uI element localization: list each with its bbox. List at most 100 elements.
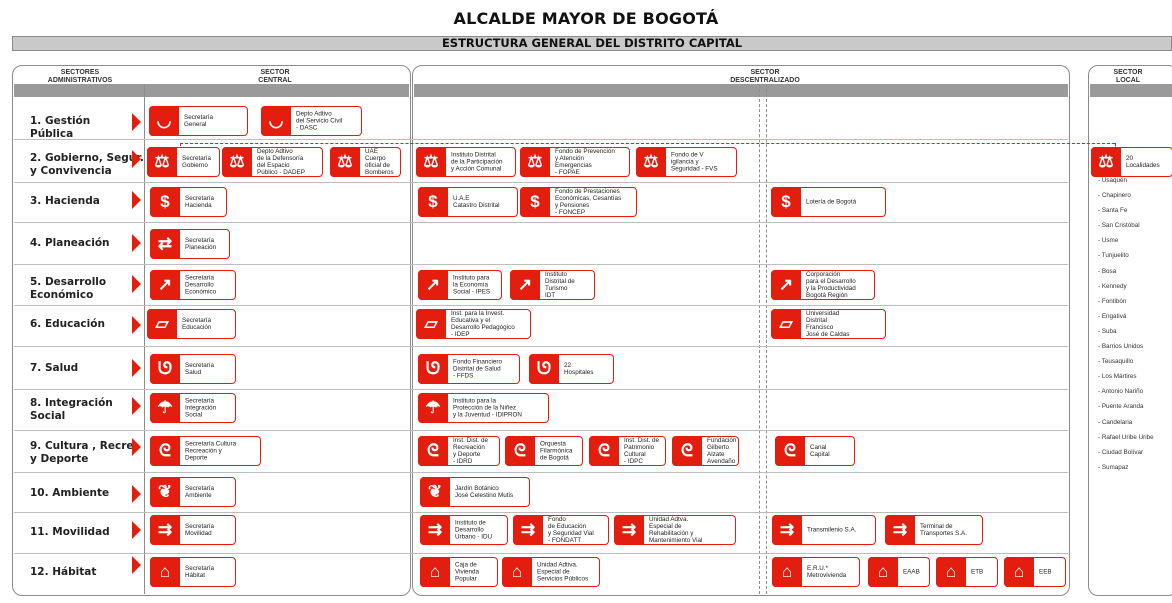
sector-label-7: 7. Salud — [30, 362, 79, 374]
entity-secretaria-planeacion[interactable]: ⇄Secretaría Planeación — [150, 229, 230, 259]
dollar-icon: $ — [520, 187, 550, 217]
umbrella-icon: ☂ — [418, 393, 448, 423]
entity-bogota-region[interactable]: ↗Corporación para el Desarrollo y la Pro… — [771, 270, 875, 300]
list-item: - Sumapaz — [1098, 463, 1129, 471]
row-divider — [14, 472, 1068, 473]
entity-terminal[interactable]: ⇉Terminal de Transportes S.A. — [885, 515, 983, 545]
leaf-icon: ❦ — [150, 477, 180, 507]
house-icon: ⌂ — [868, 557, 898, 587]
row-divider — [14, 222, 1068, 223]
exchange-arrows-icon: ⇄ — [150, 229, 180, 259]
dancer-icon: ᘓ — [775, 436, 805, 466]
entity-eru-metrovivienda[interactable]: ⌂E.R.U.* Metrovivienda — [772, 557, 860, 587]
entity-secretaria-desarrollo[interactable]: ↗Secretaría Desarrollo Económico — [150, 270, 236, 300]
entity-universidad-distrital[interactable]: ▱Universidad Distrital Francisco José de… — [771, 309, 886, 339]
entity-fopae[interactable]: ⚖Fondo de Prevención y Atención Emergenc… — [520, 147, 630, 177]
entity-dadep[interactable]: ⚖Depto Adtivo de la Defensoría del Espac… — [222, 147, 323, 177]
scales-icon: ⚖ — [416, 147, 446, 177]
trend-up-icon: ↗ — [771, 270, 801, 300]
entity-uaesp[interactable]: ⌂Unidad Adtiva. Especial de Servicios Pú… — [502, 557, 600, 587]
arrow-8-icon — [132, 397, 141, 415]
entity-idpac[interactable]: ⚖Instituto Distrital de la Participación… — [416, 147, 516, 177]
entity-secretaria-movilidad[interactable]: ⇉Secretaría Movilidad — [150, 515, 236, 545]
arrow-6-icon — [132, 316, 141, 334]
list-item: - Teusaquillo — [1098, 358, 1134, 366]
entity-foncep[interactable]: $Fondo de Prestaciones Económicas, Cesan… — [520, 187, 637, 217]
entity-ipes[interactable]: ↗Instituto para la Economía Social - IPE… — [418, 270, 502, 300]
dollar-icon: $ — [418, 187, 448, 217]
entity-eaab[interactable]: ⌂EAAB — [868, 557, 930, 587]
trend-up-icon: ↗ — [150, 270, 180, 300]
entity-caja-vivienda[interactable]: ⌂Caja de Vivienda Popular — [420, 557, 498, 587]
entity-secretaria-integracion[interactable]: ☂Secretaría Integración Social — [150, 393, 236, 423]
row-divider — [14, 553, 1068, 554]
entity-eeb[interactable]: ⌂EEB — [1004, 557, 1066, 587]
entity-20-localidades[interactable]: ⚖20 Localidades — [1091, 147, 1172, 177]
entity-loteria[interactable]: $Lotería de Bogotá — [771, 187, 886, 217]
entity-catastro[interactable]: $U.A.E Catastro Distrital — [418, 187, 518, 217]
entity-fvs[interactable]: ⚖Fondo de V igilancia y Seguridad - FVS — [636, 147, 737, 177]
divider-descentralizado-2 — [766, 84, 767, 594]
divider-descentralizado — [759, 84, 760, 594]
entity-idt[interactable]: ↗Instituto Distrital de Turismo IDT — [510, 270, 595, 300]
row-divider — [14, 430, 1068, 431]
header-band-local — [1090, 84, 1172, 97]
road-arrow-icon: ⇉ — [150, 515, 180, 545]
arrow-4-icon — [132, 234, 141, 252]
entity-transmilenio[interactable]: ⇉Transmilenio S.A. — [772, 515, 876, 545]
entity-fondatt[interactable]: ⇉Fondo de Educación y Seguridad Vial - F… — [513, 515, 609, 545]
header-band-descentralizado — [414, 84, 1068, 97]
row-divider — [14, 139, 1068, 140]
entity-umv[interactable]: ⇉Unidad Adtva. Especial de Rehabilitació… — [614, 515, 736, 545]
entity-etb[interactable]: ⌂ETB — [936, 557, 998, 587]
house-icon: ⌂ — [150, 557, 180, 587]
entity-secretaria-ambiente[interactable]: ❦Secretaría Ambiente — [150, 477, 236, 507]
sector-label-6: 6. Educación — [30, 318, 105, 330]
entity-jardin-botanico[interactable]: ❦Jardín Botánico José Celestino Mutis — [420, 477, 530, 507]
stethoscope-icon: ᘎ — [418, 354, 448, 384]
sector-label-12: 12. Hábitat — [30, 566, 97, 578]
dancer-icon: ᘓ — [672, 436, 702, 466]
entity-secretaria-educacion[interactable]: ▱Secretaría Educación — [147, 309, 236, 339]
sector-label-10: 10. Ambiente — [30, 487, 110, 499]
entity-secretaria-hacienda[interactable]: $Secretaría Hacienda — [150, 187, 227, 217]
entity-dasc[interactable]: ◡Depto Adtivo del Servicio Civil - DASC — [261, 106, 362, 136]
sector-label-3: 3. Hacienda — [30, 195, 100, 207]
sector-label-11: 11. Movilidad — [30, 526, 110, 538]
dancer-icon: ᘓ — [418, 436, 448, 466]
list-item: - Fontibón — [1098, 297, 1127, 305]
dancer-icon: ᘓ — [505, 436, 535, 466]
entity-idipron[interactable]: ☂Instituto para la Protección de la Niñe… — [418, 393, 549, 423]
entity-idep[interactable]: ▱Inst. para la Invest. Educativa y el De… — [416, 309, 531, 339]
arrow-10-icon — [132, 485, 141, 503]
umbrella-icon: ☂ — [150, 393, 180, 423]
list-item: - Usaquén — [1098, 177, 1128, 184]
dancer-icon: ᘓ — [150, 436, 180, 466]
divider-sectores-central — [144, 84, 145, 594]
book-icon: ▱ — [416, 309, 446, 339]
entity-secretaria-gobierno[interactable]: ⚖Secretaría Gobierno — [147, 147, 220, 177]
row-divider — [14, 512, 1068, 513]
house-icon: ⌂ — [1004, 557, 1034, 587]
header-local: SECTOR LOCAL — [1113, 69, 1143, 84]
entity-idu[interactable]: ⇉Instituto de Desarrollo Urbano - IDU — [420, 515, 508, 545]
list-item: - Tunjuelito — [1098, 252, 1129, 260]
entity-secretaria-habitat[interactable]: ⌂Secretaría Hábitat — [150, 557, 236, 587]
list-item: - Rafael Uribe Uribe — [1098, 433, 1154, 441]
entity-secretaria-general[interactable]: ◡Secretaría General — [149, 106, 248, 136]
arrow-1-icon — [132, 113, 141, 131]
localidades-list: - Usaquén - Chapinero - Santa Fe - San C… — [1098, 173, 1170, 475]
entity-bomberos[interactable]: ⚖UAE Cuerpo oficial de Bomberos — [330, 147, 401, 177]
list-item: - Santa Fe — [1098, 207, 1128, 215]
sector-label-2: 2. Gobierno, Segur. y Convivencia — [30, 152, 144, 177]
dancer-icon: ᘓ — [589, 436, 619, 466]
